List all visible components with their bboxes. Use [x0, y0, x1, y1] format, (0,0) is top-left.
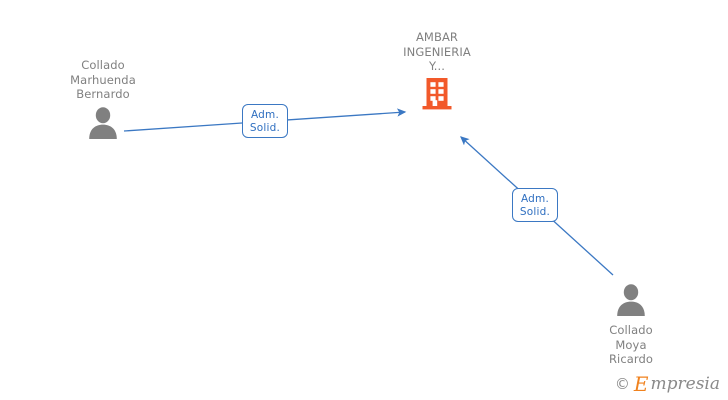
edge-label-adm-solid-left[interactable]: Adm. Solid. [242, 104, 288, 138]
person-icon[interactable] [85, 106, 121, 140]
node-person-left[interactable]: Collado Marhuenda Bernardo [33, 58, 173, 140]
person-left-name-line-2: Marhuenda [70, 72, 136, 87]
person-left-name-line-3: Bernardo [76, 87, 130, 102]
person-icon[interactable] [613, 283, 649, 317]
edge-label-left-line-1: Adm. [250, 109, 280, 121]
copyright-icon: © [614, 374, 630, 393]
watermark-brand-initial: E [633, 372, 649, 396]
company-name-line-3: Y... [428, 59, 446, 74]
person-left-name: Collado Marhuenda Bernardo [33, 58, 173, 102]
edge-label-right-line-2: Solid. [519, 206, 551, 218]
node-person-right[interactable]: Collado Moya Ricardo [561, 283, 701, 367]
watermark-empresia: © E mpresia [615, 374, 720, 394]
person-left-name-line-1: Collado [81, 58, 125, 72]
edge-label-left-line-2: Solid. [249, 122, 281, 134]
edge-label-right-line-1: Adm. [520, 193, 550, 205]
person-right-name-line-3: Ricardo [608, 352, 654, 367]
company-name: AMBAR INGENIERIA Y... [357, 30, 517, 74]
person-right-name-line-1: Collado [609, 323, 653, 337]
edge-label-adm-solid-right[interactable]: Adm. Solid. [512, 188, 558, 222]
node-company[interactable]: AMBAR INGENIERIA Y... [357, 30, 517, 114]
person-right-name-line-2: Moya [615, 337, 647, 352]
company-name-line-2: INGENIERIA [403, 44, 471, 59]
company-name-line-1: AMBAR [415, 30, 459, 44]
building-icon[interactable] [417, 74, 457, 114]
person-right-name: Collado Moya Ricardo [561, 323, 701, 367]
watermark-brand-rest: mpresia [650, 373, 721, 394]
